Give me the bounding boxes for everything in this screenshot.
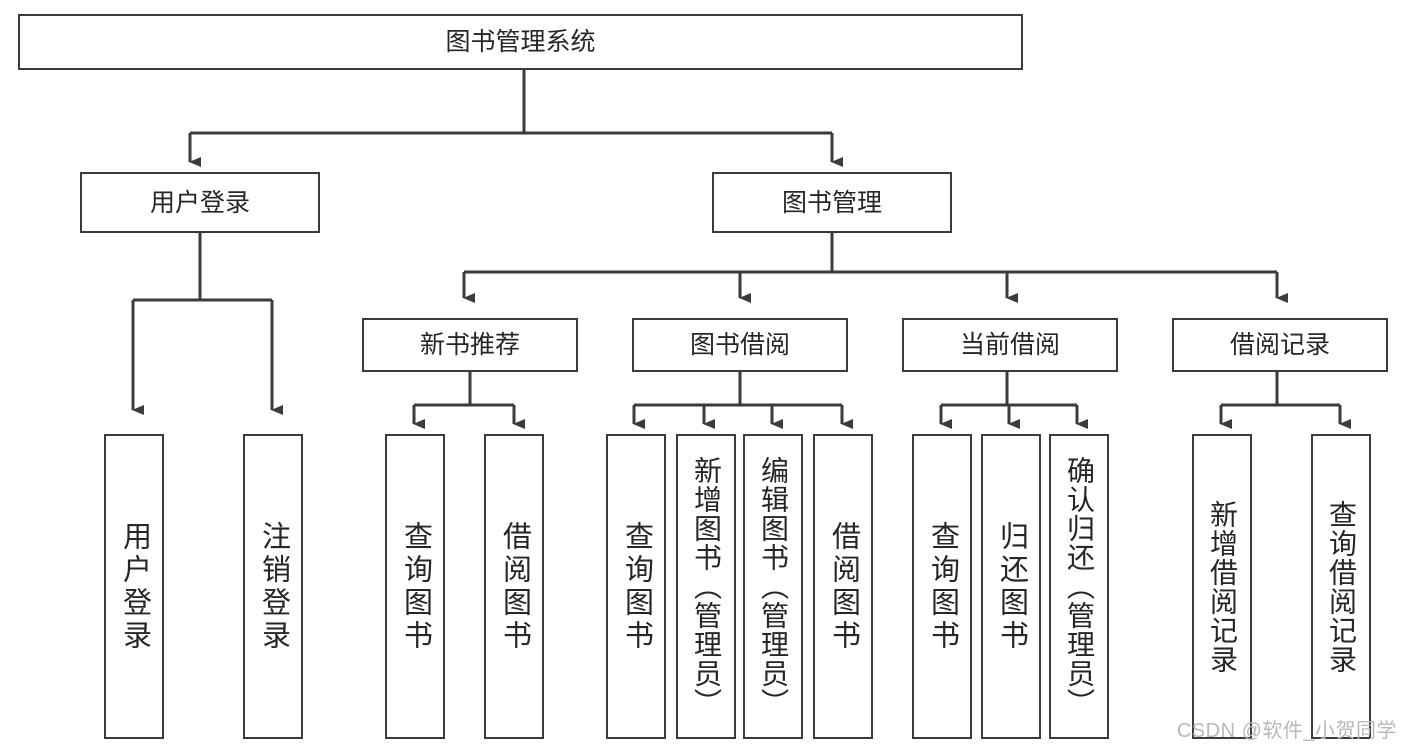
node-leaf-return-book[interactable]: 归还图书 <box>981 434 1041 739</box>
node-leaf-edit-book-admin[interactable]: 编辑图书（管理员） <box>743 434 803 739</box>
node-borrow-record[interactable]: 借阅记录 <box>1172 318 1388 372</box>
node-label: 当前借阅 <box>959 331 1060 359</box>
node-label: 编辑图书（管理员） <box>758 456 789 717</box>
node-leaf-query-book-recommend[interactable]: 查询图书 <box>385 434 445 739</box>
node-leaf-logout[interactable]: 注销登录 <box>243 434 303 739</box>
node-label: 用户登录 <box>118 520 151 653</box>
node-label: 新增图书（管理员） <box>691 456 722 717</box>
node-label: 新书推荐 <box>419 331 520 359</box>
node-leaf-query-book-borrow[interactable]: 查询图书 <box>606 434 666 739</box>
node-label: 用户登录 <box>149 188 250 217</box>
node-leaf-query-borrow-record[interactable]: 查询借阅记录 <box>1311 434 1371 739</box>
node-leaf-user-login[interactable]: 用户登录 <box>104 434 164 739</box>
node-book-management-module[interactable]: 图书管理 <box>712 172 952 233</box>
node-label: 注销登录 <box>257 520 290 653</box>
node-label: 图书借阅 <box>689 331 790 359</box>
csdn-watermark: CSDN @软件_小贺同学 <box>1176 720 1397 742</box>
node-leaf-add-borrow-record[interactable]: 新增借阅记录 <box>1192 434 1252 739</box>
node-label: 查询图书 <box>399 520 432 653</box>
node-root-book-management-system[interactable]: 图书管理系统 <box>18 14 1023 70</box>
node-label: 借阅图书 <box>498 520 531 653</box>
node-new-book-recommend[interactable]: 新书推荐 <box>362 318 578 372</box>
node-leaf-add-book-admin[interactable]: 新增图书（管理员） <box>676 434 736 739</box>
node-book-borrow[interactable]: 图书借阅 <box>632 318 848 372</box>
node-label: 查询图书 <box>620 520 653 653</box>
node-label: 归还图书 <box>995 520 1028 653</box>
node-leaf-borrow-book-recommend[interactable]: 借阅图书 <box>484 434 544 739</box>
node-label: 图书管理系统 <box>445 28 596 56</box>
node-leaf-borrow-book[interactable]: 借阅图书 <box>813 434 873 739</box>
node-user-login-module[interactable]: 用户登录 <box>80 172 320 233</box>
node-label: 确认归还（管理员） <box>1064 456 1095 717</box>
node-label: 查询图书 <box>926 520 959 653</box>
node-leaf-confirm-return-admin[interactable]: 确认归还（管理员） <box>1049 434 1109 739</box>
node-label: 查询借阅记录 <box>1326 499 1357 674</box>
node-label: 图书管理 <box>781 188 882 217</box>
node-label: 新增借阅记录 <box>1207 499 1238 674</box>
node-current-borrow[interactable]: 当前借阅 <box>902 318 1118 372</box>
node-label: 借阅图书 <box>827 520 860 653</box>
node-label: 借阅记录 <box>1229 331 1330 359</box>
node-leaf-query-book-current[interactable]: 查询图书 <box>912 434 972 739</box>
